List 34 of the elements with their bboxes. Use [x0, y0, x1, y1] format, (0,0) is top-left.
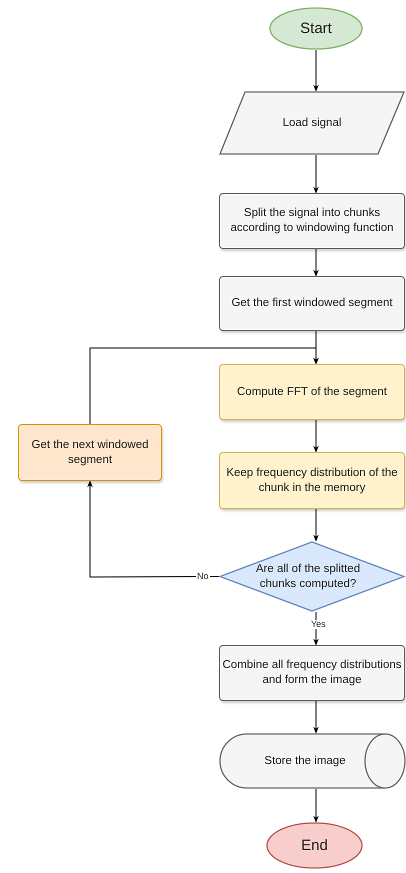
node-label: Get the next windowed segment: [30, 438, 150, 468]
process-box: [219, 193, 405, 249]
arrow: [313, 612, 319, 646]
node-label: Get the first windowed segment: [231, 296, 393, 311]
edge-label: Yes: [310, 620, 327, 629]
node-label: Are all of the splitted chunks computed?: [254, 562, 362, 592]
node-label: Split the signal into chunks according to windowing function: [229, 206, 395, 236]
node-label: Keep frequency distribution of the chunk in the memory: [225, 466, 399, 496]
node-label: Compute FFT of the segment: [237, 384, 387, 400]
process-box: [219, 645, 405, 701]
node-label: End: [301, 836, 328, 856]
arrow: [313, 154, 319, 194]
arrow: [313, 248, 319, 277]
arrow: [313, 700, 319, 734]
input-parallelogram: [219, 91, 405, 155]
arrow: [313, 420, 319, 453]
arrow: [90, 348, 319, 424]
process-box: [18, 424, 162, 481]
decision-diamond: [219, 541, 405, 612]
process-box: [219, 276, 405, 331]
process-box: [219, 364, 405, 420]
storage-cylinder: [219, 733, 405, 789]
node-label: Start: [300, 18, 332, 38]
process-box: [219, 452, 405, 509]
edge-label: No: [196, 572, 210, 581]
arrow: [87, 480, 220, 578]
arrow: [313, 788, 319, 823]
end-terminal: [266, 822, 363, 869]
arrow: [313, 50, 319, 92]
start-terminal: [269, 7, 363, 50]
node-label: Combine all frequency distributions and form the image: [222, 658, 402, 688]
node-label: Store the image: [264, 754, 346, 768]
arrow: [313, 508, 319, 542]
node-label: Load signal: [282, 116, 342, 130]
